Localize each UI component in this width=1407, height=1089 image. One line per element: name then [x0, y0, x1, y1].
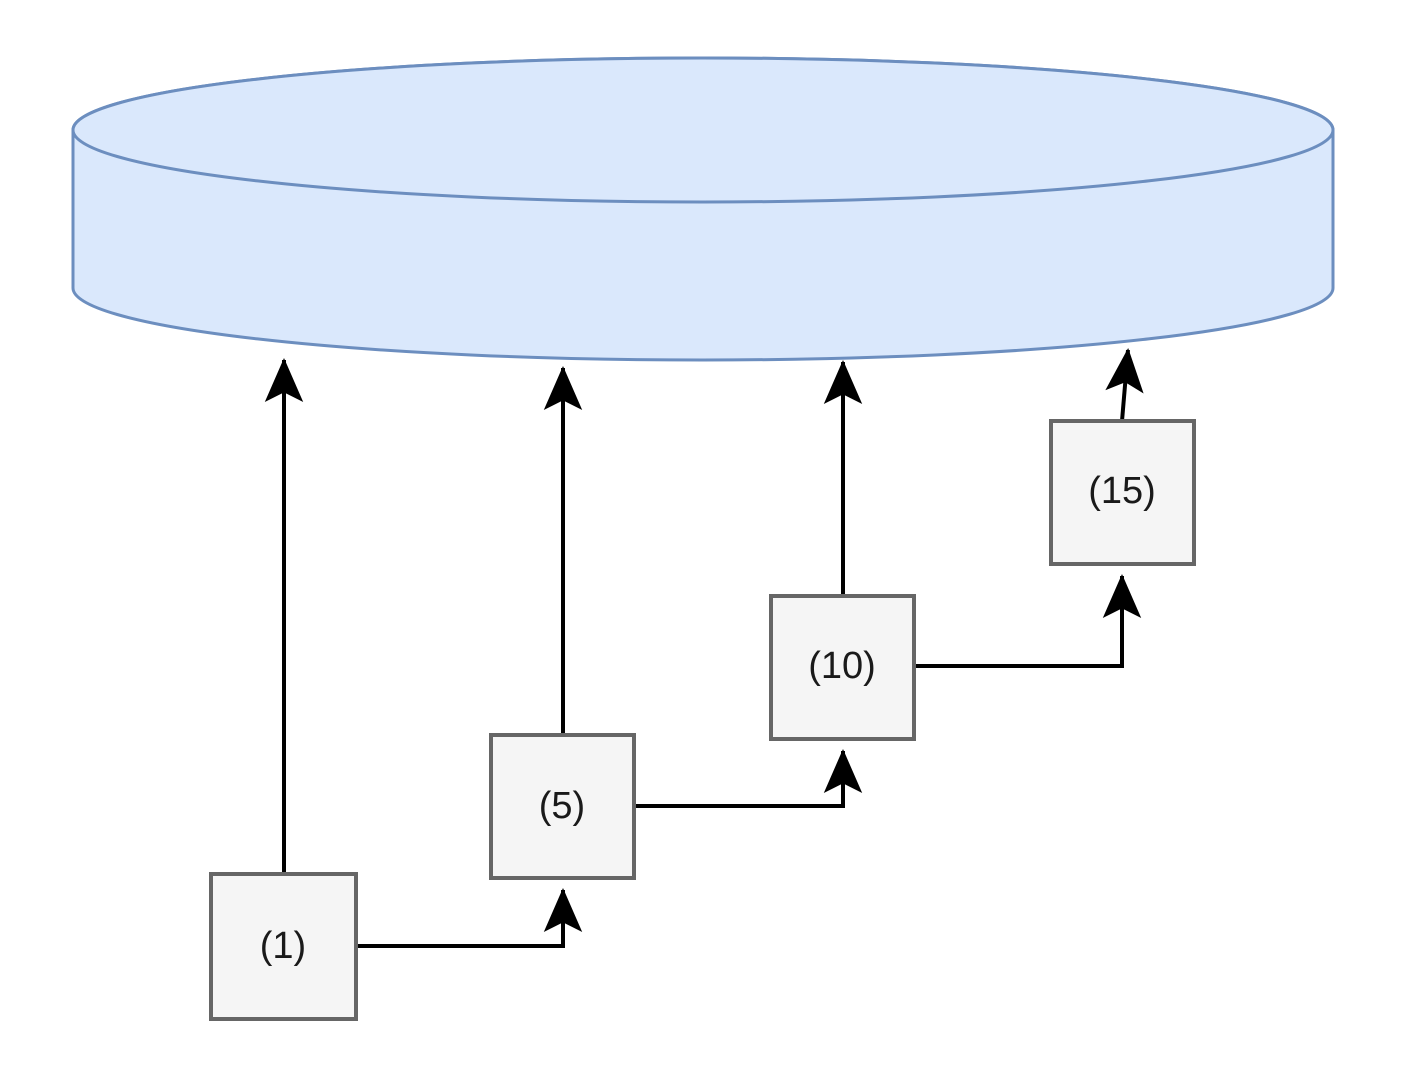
edge-n1-to-n5[interactable] [356, 888, 583, 948]
edge-line [634, 749, 863, 808]
node-box-10[interactable]: (10) [769, 594, 916, 741]
node-rect [769, 594, 916, 741]
edge-n5-to-n10[interactable] [634, 749, 863, 808]
edge-n10-to-n15[interactable] [914, 574, 1142, 668]
cylinder-top-ellipse [71, 56, 1335, 204]
edge-line [356, 888, 583, 948]
node-rect [209, 872, 358, 1021]
node-box-1[interactable]: (1) [209, 872, 358, 1021]
node-box-5[interactable]: (5) [489, 733, 636, 880]
node-rect [1049, 419, 1196, 566]
node-box-15[interactable]: (15) [1049, 419, 1196, 566]
node-rect [489, 733, 636, 880]
edge-line [1105, 348, 1144, 422]
edge-line [914, 574, 1142, 668]
edge-n15-to-datastore[interactable] [1105, 348, 1144, 422]
datastore-cylinder[interactable] [71, 56, 1335, 362]
